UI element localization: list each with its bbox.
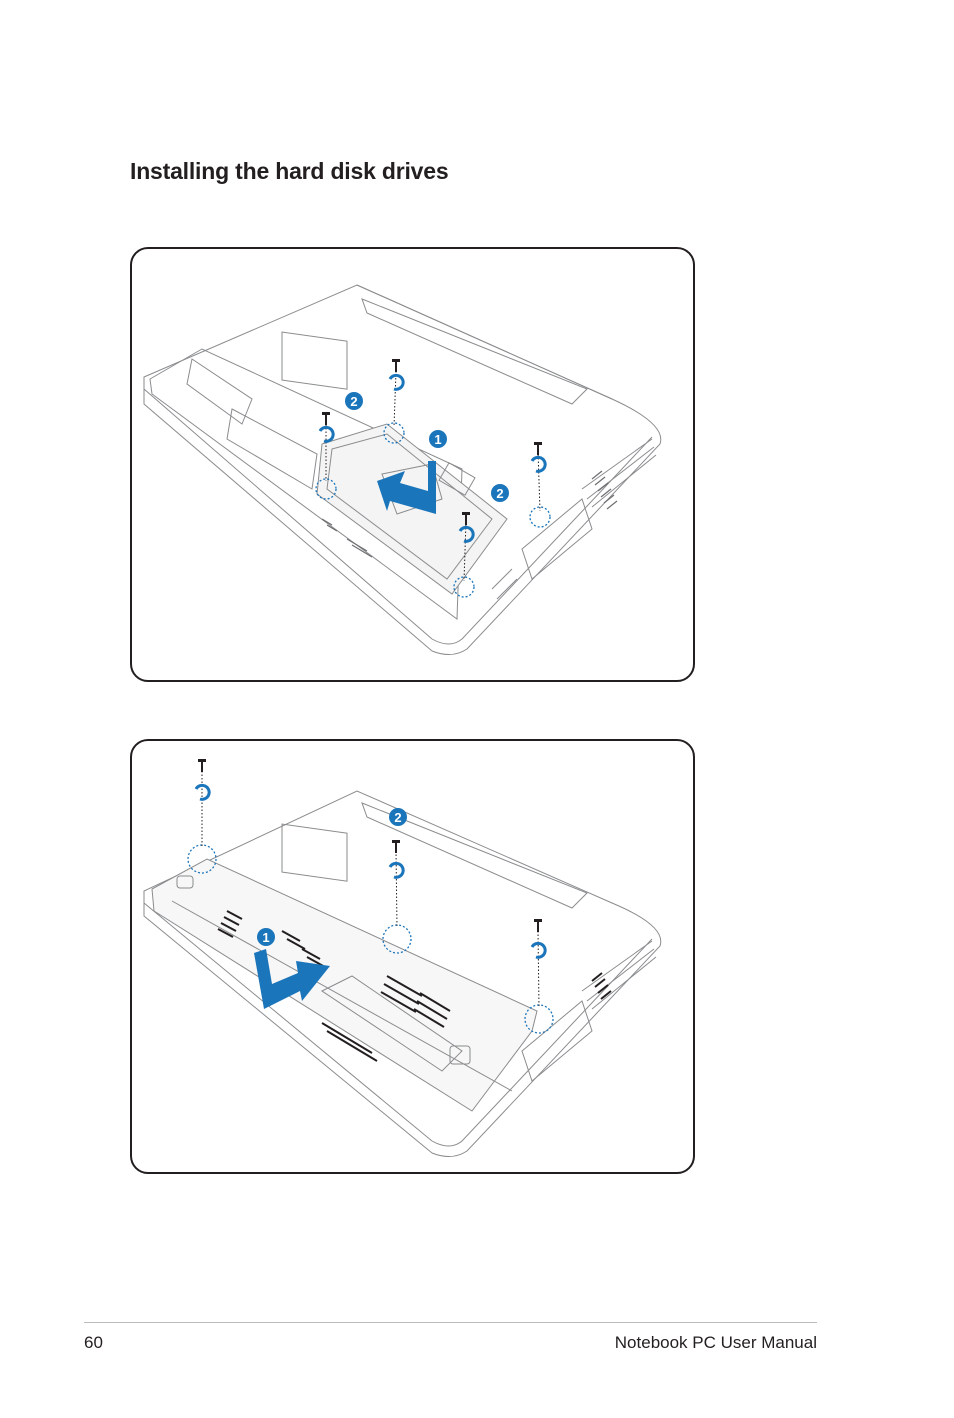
footer-title: Notebook PC User Manual	[614, 1333, 817, 1352]
svg-text:2: 2	[394, 810, 401, 825]
hdd-install-figure-2: 1 2	[130, 739, 695, 1174]
step-badge-1: 1	[257, 928, 275, 946]
section-heading: Installing the hard disk drives	[130, 158, 449, 184]
step-badge-1: 1	[429, 430, 447, 448]
page-number: 60	[84, 1333, 103, 1352]
slide-arrow-icon	[377, 461, 436, 514]
footer-divider	[84, 1322, 817, 1323]
laptop-bottom-illustration-2: 1 2	[143, 759, 662, 1157]
svg-text:2: 2	[350, 394, 357, 409]
svg-text:2: 2	[496, 486, 503, 501]
laptop-bottom-illustration-1: 1 2 2	[143, 284, 662, 655]
rotate-arrow-icon	[318, 373, 547, 543]
hdd-install-figure-1: 1 2 2	[130, 247, 695, 682]
step-badge-2: 2	[389, 808, 407, 826]
slide-arrow-icon	[254, 949, 330, 1009]
svg-text:1: 1	[262, 930, 269, 945]
screw-icon	[322, 359, 542, 525]
rotate-arrow-icon	[194, 783, 547, 959]
step-badge-2b: 2	[491, 484, 509, 502]
step-badge-2a: 2	[345, 392, 363, 410]
screw-icon	[198, 759, 542, 932]
svg-text:1: 1	[434, 432, 441, 447]
